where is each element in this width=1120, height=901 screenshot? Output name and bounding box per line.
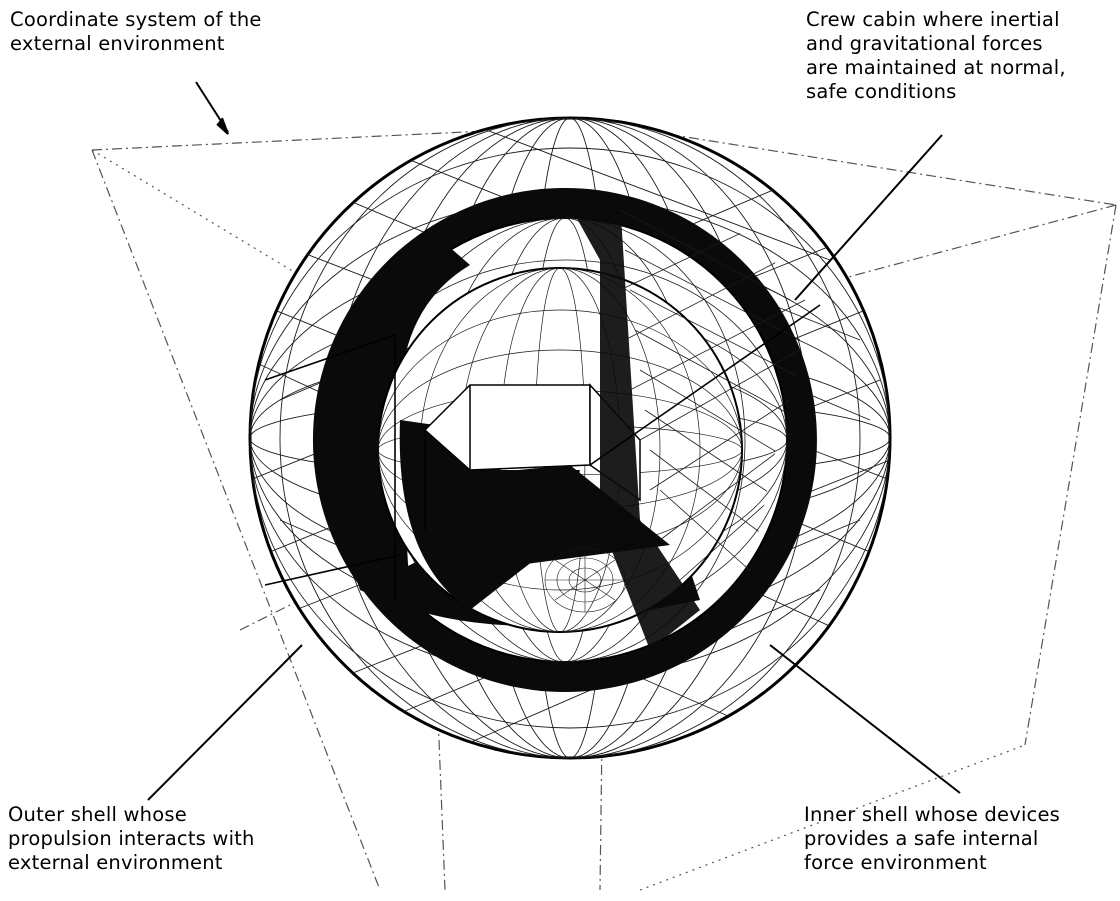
label-inner-shell-line-1: Inner shell whose devices bbox=[804, 803, 1060, 827]
label-crew-cabin-line-3: are maintained at normal, bbox=[806, 56, 1066, 80]
frame-right-edge bbox=[1025, 205, 1116, 745]
label-outer-shell-line-3: external environment bbox=[8, 851, 255, 875]
label-crew-cabin-line-1: Crew cabin where inertial bbox=[806, 8, 1066, 32]
label-coordinate-system-line-1: Coordinate system of the bbox=[10, 8, 262, 32]
label-inner-shell: Inner shell whose devices provides a saf… bbox=[804, 803, 1060, 875]
leader-outer-shell bbox=[148, 645, 302, 800]
label-coordinate-system-line-2: external environment bbox=[10, 32, 262, 56]
label-crew-cabin-line-4: safe conditions bbox=[806, 80, 1066, 104]
leader-inner-shell bbox=[770, 645, 960, 793]
label-coordinate-system: Coordinate system of the external enviro… bbox=[10, 8, 262, 56]
leader-crew-cabin bbox=[795, 135, 942, 300]
label-outer-shell-line-1: Outer shell whose bbox=[8, 803, 255, 827]
label-outer-shell-line-2: propulsion interacts with bbox=[8, 827, 255, 851]
label-inner-shell-line-2: provides a safe internal bbox=[804, 827, 1060, 851]
label-inner-shell-line-3: force environment bbox=[804, 851, 1060, 875]
leader-coordinate-arrowhead bbox=[217, 118, 228, 134]
label-crew-cabin: Crew cabin where inertial and gravitatio… bbox=[806, 8, 1066, 104]
label-outer-shell: Outer shell whose propulsion interacts w… bbox=[8, 803, 255, 875]
label-crew-cabin-line-2: and gravitational forces bbox=[806, 32, 1066, 56]
